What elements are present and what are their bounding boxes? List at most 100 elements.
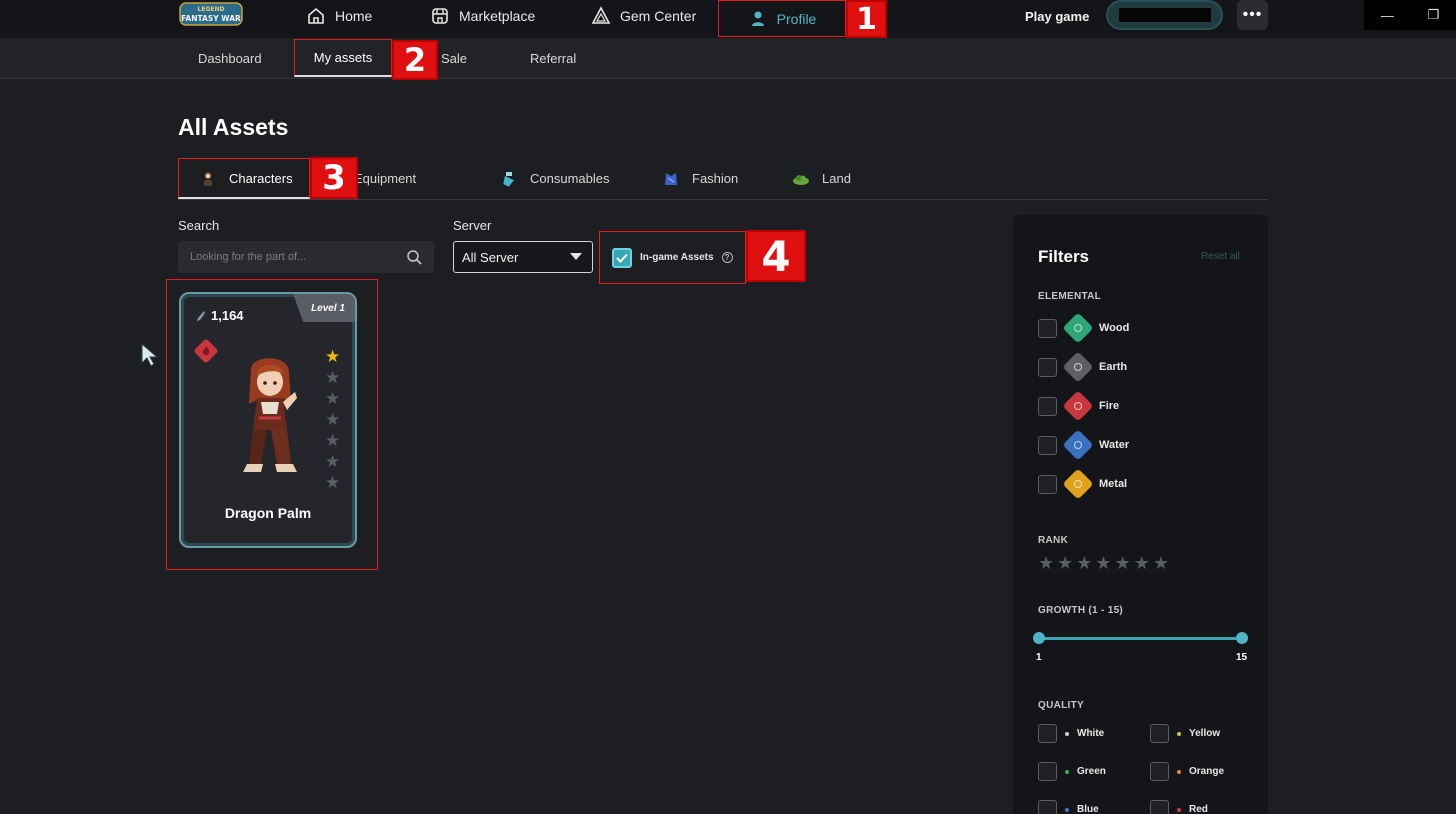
reset-all-button[interactable]: Reset all: [1201, 251, 1240, 262]
growth-slider-min-handle[interactable]: [1033, 632, 1045, 644]
search-label: Search: [178, 218, 220, 233]
rank-star-3[interactable]: ★: [1076, 553, 1093, 573]
asset-card[interactable]: Level 1 1,164 ★ ★ ★ ★ ★ ★ ★ Dragon Palm: [179, 292, 357, 548]
filters-panel: Filters Reset all ELEMENTAL Wood Earth F…: [1013, 215, 1268, 814]
rank-star-1[interactable]: ★: [1038, 553, 1055, 573]
user-icon: [751, 11, 764, 26]
triangle-icon: [591, 6, 611, 24]
in-game-assets-checkbox[interactable]: [612, 247, 632, 268]
green-dot: [1065, 769, 1069, 774]
logo-top-text: LEGEND: [198, 6, 225, 13]
wood-checkbox[interactable]: [1038, 318, 1057, 338]
earth-label: Earth: [1099, 361, 1128, 373]
rank-star-6[interactable]: ★: [1133, 553, 1150, 573]
subtab-referral[interactable]: Referral: [530, 50, 577, 66]
in-game-assets-toggle: In-game Assets ?: [599, 231, 746, 284]
annotation-badge-1: 1: [846, 0, 887, 38]
character-portrait: [243, 358, 297, 472]
filter-quality-yellow: Yellow: [1150, 724, 1220, 743]
card-level-badge: Level 1: [293, 294, 355, 322]
land-icon: [793, 174, 809, 185]
water-element-icon: [1062, 429, 1094, 461]
rank-star-5[interactable]: ★: [1114, 553, 1131, 573]
fashion-icon: [665, 172, 677, 185]
star-empty-icon: ★: [325, 431, 341, 450]
metal-checkbox[interactable]: [1038, 474, 1057, 494]
white-label: White: [1077, 728, 1105, 739]
fire-element-icon: [1062, 390, 1094, 422]
fire-label: Fire: [1099, 400, 1120, 412]
metal-element-icon: [1062, 468, 1094, 500]
orange-label: Orange: [1189, 766, 1225, 777]
white-checkbox[interactable]: [1038, 724, 1057, 743]
red-label: Red: [1189, 804, 1208, 814]
fire-element-icon: [194, 339, 218, 363]
search-input[interactable]: [190, 251, 380, 263]
water-checkbox[interactable]: [1038, 435, 1057, 455]
filter-element-water: Water: [1038, 429, 1130, 461]
category-tabs: Characters Equipment Consumables Fashion…: [178, 158, 1268, 200]
checkmark-icon: [616, 253, 628, 263]
play-game-link[interactable]: Play game: [1025, 9, 1090, 24]
tab-characters-label: Characters: [229, 170, 293, 186]
filter-quality-orange: Orange: [1150, 762, 1224, 781]
fire-checkbox[interactable]: [1038, 396, 1057, 416]
nav-marketplace[interactable]: Marketplace: [430, 0, 535, 32]
red-checkbox[interactable]: [1150, 800, 1169, 814]
potion-icon: [503, 171, 514, 187]
wood-element-icon: [1062, 312, 1094, 344]
mouse-cursor-icon: [141, 342, 158, 367]
blue-checkbox[interactable]: [1038, 800, 1057, 814]
shop-icon: [432, 8, 448, 24]
nav-gem-center[interactable]: Gem Center: [591, 0, 696, 32]
card-power-value: 1,164: [211, 308, 244, 323]
yellow-checkbox[interactable]: [1150, 724, 1169, 743]
tab-equipment[interactable]: Equipment: [354, 158, 416, 199]
nav-profile-label: Profile: [776, 10, 817, 27]
nav-profile[interactable]: Profile: [718, 0, 846, 37]
tab-characters[interactable]: Characters: [178, 158, 310, 199]
server-dropdown[interactable]: All Server: [453, 241, 593, 273]
minimize-icon[interactable]: —: [1380, 7, 1394, 23]
rank-star-2[interactable]: ★: [1057, 553, 1074, 573]
server-label: Server: [453, 218, 492, 233]
card-name: Dragon Palm: [224, 505, 312, 521]
restore-icon[interactable]: ❐: [1427, 7, 1440, 22]
filter-element-wood: Wood: [1038, 312, 1129, 344]
sword-icon: [197, 310, 205, 321]
subtab-my-assets[interactable]: My assets: [294, 39, 392, 77]
rank-star-7[interactable]: ★: [1152, 553, 1169, 573]
nav-home-label: Home: [335, 8, 373, 24]
water-label: Water: [1099, 439, 1130, 451]
more-menu-button[interactable]: •••: [1237, 0, 1268, 30]
wallet-address-button[interactable]: [1106, 0, 1223, 30]
filter-element-fire: Fire: [1038, 390, 1120, 422]
star-empty-icon: ★: [325, 389, 341, 408]
game-logo[interactable]: LEGEND FANTASY WAR: [176, 0, 246, 30]
rank-star-4[interactable]: ★: [1095, 553, 1112, 573]
search-icon[interactable]: [406, 249, 422, 265]
in-game-assets-label: In-game Assets: [640, 252, 714, 263]
growth-slider-max-handle[interactable]: [1236, 632, 1248, 644]
window-controls: — ❐: [1364, 0, 1456, 30]
orange-checkbox[interactable]: [1150, 762, 1169, 781]
tab-fashion[interactable]: Fashion: [662, 158, 738, 199]
help-icon[interactable]: ?: [721, 252, 733, 263]
yellow-label: Yellow: [1189, 728, 1221, 739]
tab-land[interactable]: Land: [792, 158, 851, 199]
subtab-dashboard[interactable]: Dashboard: [198, 50, 262, 66]
tab-fashion-label: Fashion: [692, 171, 739, 186]
card-highlight: [166, 279, 378, 570]
green-checkbox[interactable]: [1038, 762, 1057, 781]
tab-equipment-label: Equipment: [354, 171, 417, 186]
filter-quality-red: Red: [1150, 800, 1208, 814]
growth-slider-track[interactable]: [1033, 632, 1248, 644]
red-dot: [1177, 807, 1181, 812]
yellow-dot: [1177, 731, 1181, 736]
tab-consumables[interactable]: Consumables: [500, 158, 610, 199]
white-dot: [1065, 731, 1069, 736]
earth-checkbox[interactable]: [1038, 357, 1057, 377]
growth-section-label: GROWTH (1 - 15): [1038, 605, 1124, 616]
character-icon: [204, 171, 212, 186]
nav-home[interactable]: Home: [306, 0, 372, 32]
